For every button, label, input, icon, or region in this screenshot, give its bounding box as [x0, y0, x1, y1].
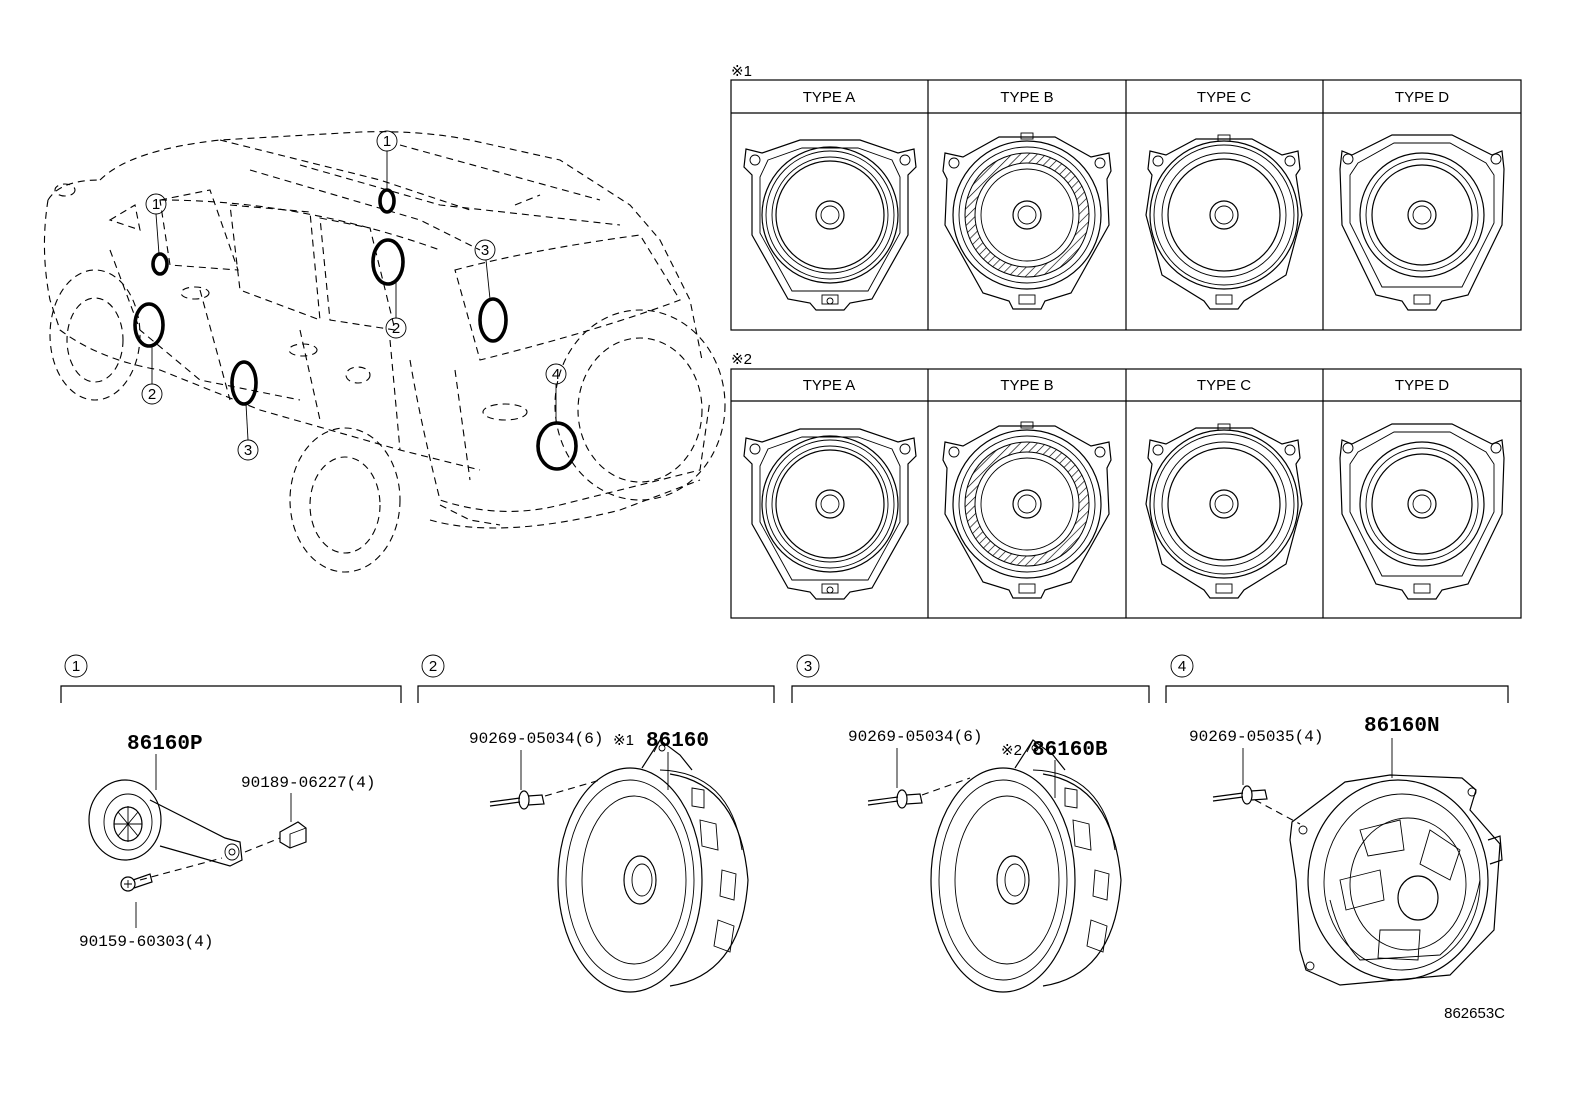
- section-1: 1 86160P 90189-06227(4) 90159-60303(4): [60, 654, 402, 951]
- table-1-mark: ※1: [731, 63, 752, 80]
- table-1-speaker-a: [743, 139, 917, 311]
- table-2-mark: ※2: [731, 351, 752, 368]
- part-86160B: 86160B: [1032, 739, 1108, 762]
- table-2-type-a: TYPE A: [803, 377, 856, 394]
- pin-90269-05035: [1212, 785, 1268, 805]
- part-90159-60303: 90159-60303(4): [79, 933, 213, 951]
- part-90269-05035: 90269-05035(4): [1189, 728, 1323, 746]
- table-1-type-d: TYPE D: [1395, 89, 1449, 106]
- table-2-speaker-a: [743, 428, 917, 600]
- part-90269-05034-b: 90269-05034(6): [848, 728, 982, 746]
- vehicle-illustration: 1 1 2 2 3 3 4: [43, 130, 726, 573]
- section-4: 4 90269-05035(4) 86160N: [1165, 654, 1509, 986]
- car-callout-3b: 3: [237, 439, 259, 461]
- section-2-number: 2: [429, 658, 437, 675]
- part-90269-05034-a: 90269-05034(6): [469, 730, 603, 748]
- table-2-speaker-b: [942, 421, 1112, 599]
- part-86160P: 86160P: [127, 733, 203, 756]
- car-callout-4: 4: [545, 363, 567, 385]
- section-2: 2 90269-05034(6) ※1 86160: [417, 654, 775, 993]
- svg-text:1: 1: [383, 133, 391, 150]
- table-1-type-c: TYPE C: [1197, 89, 1251, 106]
- pin-90269-05034-a: [489, 790, 545, 810]
- speaker-86160N-illustration: [1289, 774, 1503, 986]
- type-table-1: ※1 TYPE A TYPE B TYPE C TYPE D: [730, 63, 1522, 331]
- svg-text:3: 3: [481, 242, 489, 259]
- car-callout-2a: 2: [385, 317, 407, 339]
- svg-text:1: 1: [152, 196, 160, 213]
- section-3-mark: ※2: [1001, 742, 1022, 759]
- speaker-86160B-illustration: [930, 739, 1122, 993]
- table-2-type-b: TYPE B: [1000, 377, 1053, 394]
- table-2-speaker-c: [1145, 423, 1303, 599]
- section-4-number: 4: [1178, 658, 1186, 675]
- svg-text:2: 2: [148, 386, 156, 403]
- section-3: 3 90269-05034(6) ※2 86160B: [791, 654, 1150, 993]
- figure-code: 862653C: [1444, 1005, 1505, 1022]
- car-callout-3a: 3: [474, 239, 496, 261]
- table-2-type-d: TYPE D: [1395, 377, 1449, 394]
- table-1-speaker-d: [1339, 134, 1505, 311]
- svg-text:2: 2: [392, 320, 400, 337]
- tweeter-86160P-illustration: [88, 779, 243, 867]
- table-2-type-c: TYPE C: [1197, 377, 1251, 394]
- table-1-type-b: TYPE B: [1000, 89, 1053, 106]
- table-1-speaker-b: [942, 132, 1112, 310]
- table-2-speaker-d: [1339, 423, 1505, 600]
- car-callout-2b: 2: [141, 383, 163, 405]
- section-3-number: 3: [804, 658, 812, 675]
- clip-90189-illustration: [279, 821, 307, 849]
- car-callout-1a: 1: [376, 130, 398, 152]
- section-1-number: 1: [72, 658, 80, 675]
- part-90189-06227: 90189-06227(4): [241, 774, 375, 792]
- screw-90159-illustration: [120, 873, 153, 892]
- section-2-mark: ※1: [613, 732, 634, 749]
- car-callout-1b: 1: [145, 193, 167, 215]
- table-1-speaker-c: [1145, 134, 1303, 310]
- part-86160N: 86160N: [1364, 715, 1440, 738]
- part-86160: 86160: [646, 730, 709, 753]
- svg-text:3: 3: [244, 442, 252, 459]
- speaker-86160-illustration: [557, 739, 749, 993]
- type-table-2: ※2 TYPE A TYPE B TYPE C TYPE D: [730, 351, 1522, 619]
- svg-text:4: 4: [552, 366, 560, 383]
- pin-90269-05034-b: [867, 789, 923, 809]
- table-1-type-a: TYPE A: [803, 89, 856, 106]
